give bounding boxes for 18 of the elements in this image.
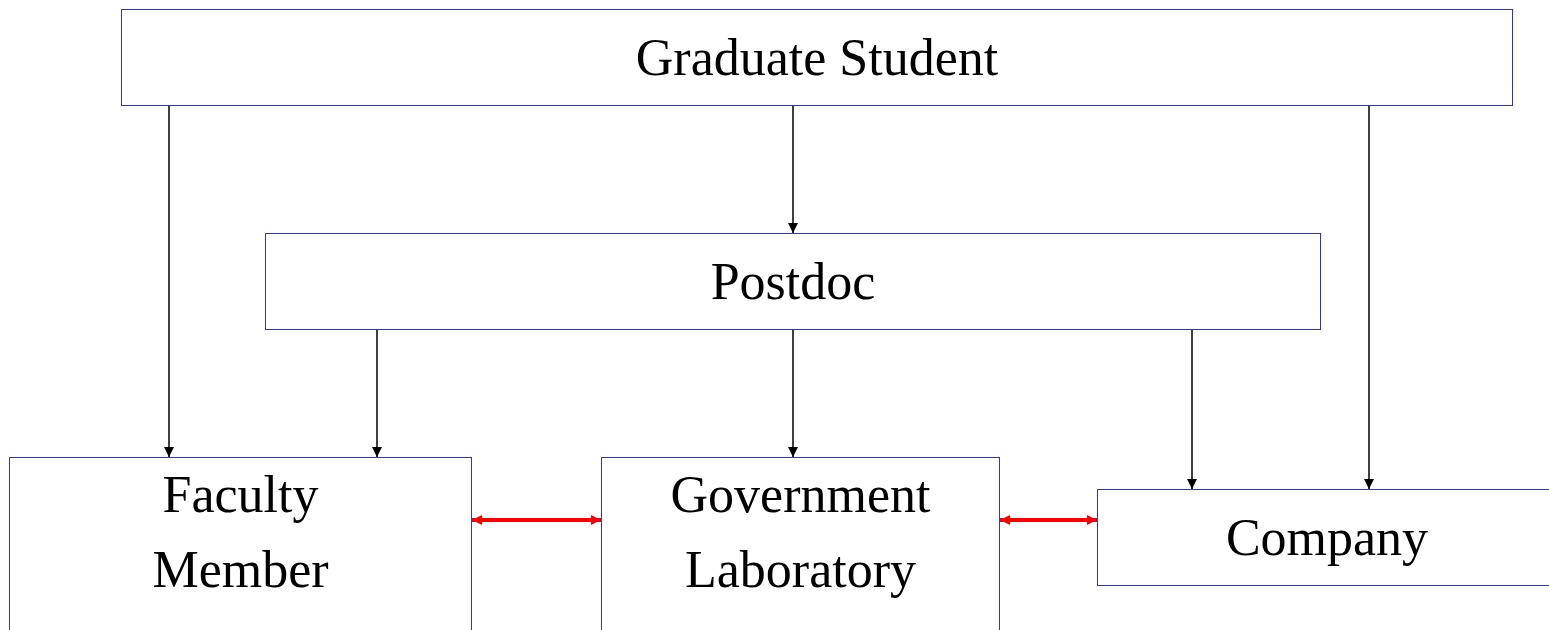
arrow xyxy=(1187,329,1197,490)
arrow xyxy=(372,329,382,458)
box-label: Graduate Student xyxy=(635,27,999,88)
arrow xyxy=(788,105,798,234)
box-label: Company xyxy=(1225,507,1429,568)
box-label: Government Laboratory xyxy=(669,464,932,600)
arrow xyxy=(1364,105,1374,490)
box-label: Faculty Member xyxy=(151,464,330,600)
box-label: Postdoc xyxy=(710,251,876,312)
double-arrow xyxy=(1000,515,1097,525)
role-box xyxy=(601,457,1000,630)
double-arrow xyxy=(472,515,601,525)
role-box xyxy=(1097,489,1549,586)
arrow xyxy=(164,105,174,458)
role-box xyxy=(9,457,472,630)
arrow xyxy=(788,329,798,458)
role-box xyxy=(121,9,1513,106)
role-box xyxy=(265,233,1321,330)
